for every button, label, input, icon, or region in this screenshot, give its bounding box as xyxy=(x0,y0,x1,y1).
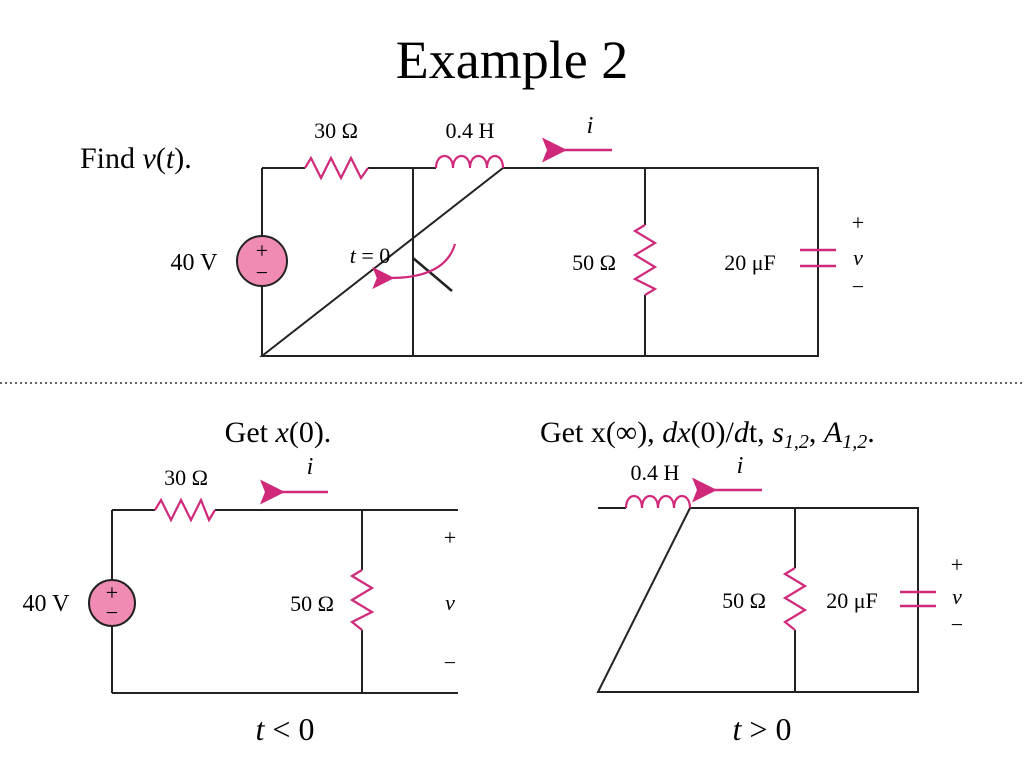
top-circuit: Find v(t). 30 Ω 0.4 H i + − 40 V t = 0 xyxy=(80,113,864,357)
top-inductor xyxy=(434,154,505,169)
br-caption: t > 0 xyxy=(733,711,792,747)
top-cap-label: 20 μF xyxy=(724,250,776,275)
bottom-right-circuit: Get x(∞), dx(0)/dt, s1,2, A1,2. 0.4 H i … xyxy=(540,416,963,747)
br-cap-label: 20 μF xyxy=(826,588,878,613)
top-source-label: 40 V xyxy=(171,250,219,276)
bl-r2-label: 50 Ω xyxy=(290,591,334,616)
top-switch-arrow xyxy=(372,243,457,290)
bl-v-plus: + xyxy=(444,525,456,550)
br-heading: Get x(∞), dx(0)/dt, s1,2, A1,2. xyxy=(540,416,875,453)
br-v-plus: + xyxy=(951,552,963,577)
svg-text:−: − xyxy=(106,600,118,625)
top-capacitor xyxy=(800,248,836,268)
top-voltage-source xyxy=(236,235,288,287)
top-r1-label: 30 Ω xyxy=(314,118,358,143)
bl-source-label: 40 V xyxy=(23,591,71,617)
svg-text:+: + xyxy=(256,238,268,263)
bl-current-label: i xyxy=(307,454,314,480)
br-inductor-label: 0.4 H xyxy=(631,460,680,485)
top-v-minus: − xyxy=(852,274,864,299)
bl-voltage-source xyxy=(88,579,136,627)
bl-resistor-30 xyxy=(154,497,216,523)
bl-caption: t < 0 xyxy=(256,711,315,747)
br-capacitor xyxy=(900,590,936,608)
bl-v-minus: − xyxy=(444,650,456,675)
br-inductor xyxy=(624,494,692,509)
top-v-plus: + xyxy=(852,210,864,235)
bottom-left-circuit: Get x(0). 30 Ω i + − 40 V 50 Ω + v − t <… xyxy=(23,416,458,747)
top-resistor-30 xyxy=(304,155,369,181)
br-v-minus: − xyxy=(951,612,963,637)
slide-title: Example 2 xyxy=(396,30,628,90)
top-switch xyxy=(412,257,453,292)
br-r2-label: 50 Ω xyxy=(722,588,766,613)
top-r2-label: 50 Ω xyxy=(572,250,616,275)
svg-text:+: + xyxy=(106,580,118,605)
svg-text:−: − xyxy=(256,260,268,285)
top-v-label: v xyxy=(853,245,863,270)
top-resistor-50 xyxy=(632,224,658,296)
bl-heading: Get x(0). xyxy=(225,416,332,449)
br-current-label: i xyxy=(737,453,744,479)
find-prompt: Find v(t). xyxy=(80,142,192,175)
top-inductor-label: 0.4 H xyxy=(446,118,495,143)
bl-resistor-50 xyxy=(349,569,375,631)
top-current-label: i xyxy=(587,113,594,139)
bl-r1-label: 30 Ω xyxy=(164,465,208,490)
br-v-label: v xyxy=(952,584,962,609)
top-switch-label: t = 0 xyxy=(350,243,391,268)
br-resistor-50 xyxy=(782,567,808,631)
bl-v-label: v xyxy=(445,590,455,615)
